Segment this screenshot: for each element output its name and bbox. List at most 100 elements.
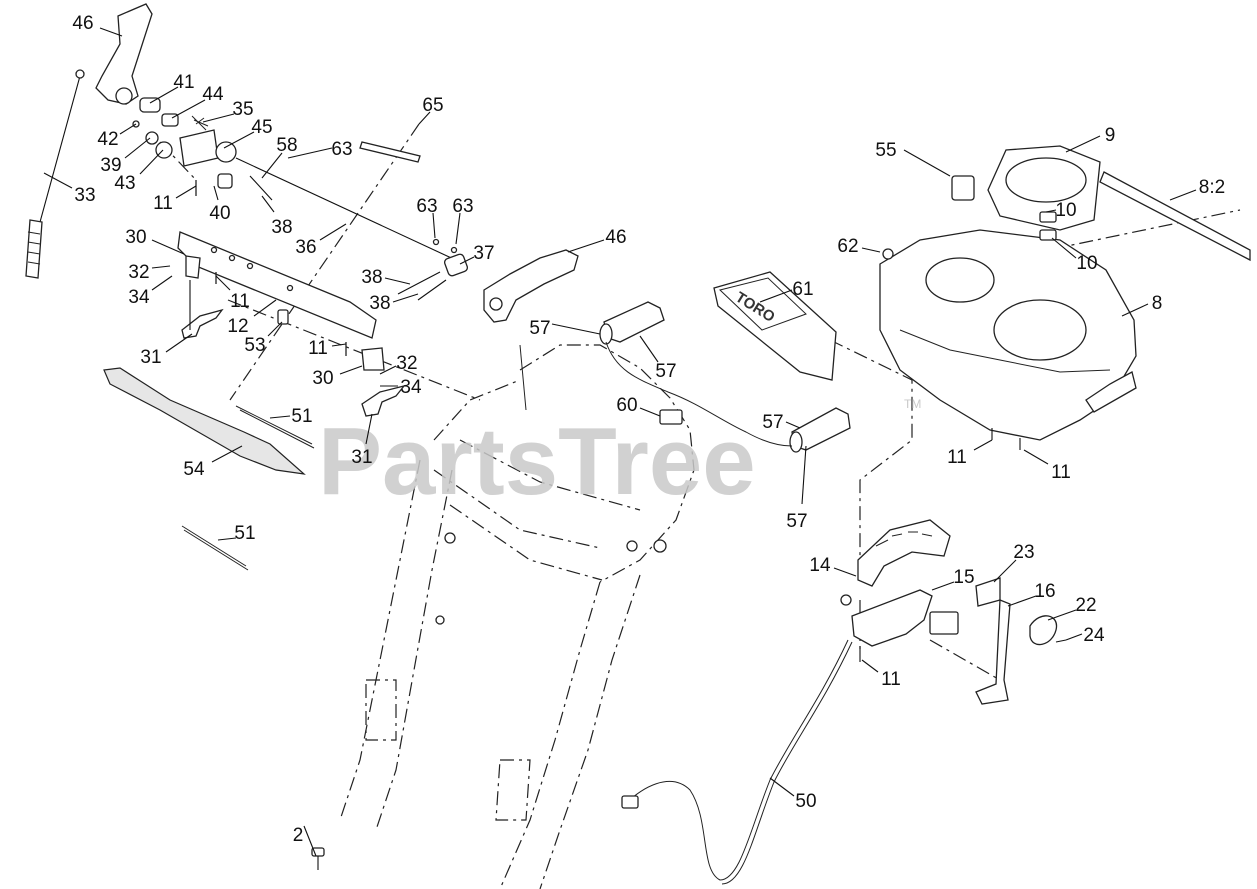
callout-c11d: 11 <box>947 447 967 468</box>
control-housing <box>879 145 1251 450</box>
leader-line-c38a <box>261 195 275 213</box>
bail-bracket-assembly <box>621 519 1067 885</box>
callout-c44: 44 <box>202 84 224 105</box>
leader-line-c35 <box>202 113 235 123</box>
callout-c60: 60 <box>616 395 637 416</box>
leader-line-c60 <box>639 407 661 417</box>
leader-line-c82 <box>1169 189 1197 201</box>
callout-c14: 14 <box>809 555 831 576</box>
pin-38 <box>249 175 273 201</box>
leader-line-c57c <box>785 421 801 429</box>
decal-61: TORO <box>713 271 837 381</box>
bracket-15 <box>851 589 933 647</box>
callout-c39: 39 <box>100 155 121 176</box>
leader-line-c11d <box>973 439 993 451</box>
leader-line-c32b <box>379 365 397 375</box>
clip-10-upper <box>1039 211 1057 223</box>
callout-c57b: 57 <box>655 361 676 382</box>
block-30-right <box>361 347 385 371</box>
leader-line-c30a <box>151 239 185 255</box>
leader-line-c11b <box>215 275 231 291</box>
callout-c30a: 30 <box>125 227 146 248</box>
callout-c45: 45 <box>251 117 272 138</box>
leader-line-c58 <box>261 152 283 179</box>
leader-line-c50 <box>769 777 795 797</box>
leader-line-c10a <box>1045 209 1057 213</box>
callout-c22: 22 <box>1075 595 1096 616</box>
callout-c10a: 10 <box>1055 200 1076 221</box>
leader-line-c38c <box>392 293 419 303</box>
leader-line-c23 <box>993 559 1017 583</box>
rod-spring <box>25 219 43 279</box>
callout-c51a: 51 <box>291 406 312 427</box>
frame-bolt-hole <box>444 532 456 544</box>
guard-14 <box>857 519 951 587</box>
callout-c9: 9 <box>1105 125 1116 146</box>
frame-bolt-hole <box>653 539 667 553</box>
callout-c58: 58 <box>276 135 297 156</box>
callout-c11a: 11 <box>153 193 173 214</box>
leader-line-c57d <box>801 445 807 505</box>
cable-tie-51-upper <box>235 405 315 449</box>
leader-line-c41 <box>149 86 179 104</box>
callout-c32b: 32 <box>396 353 417 374</box>
leader-line-c11e <box>1023 449 1049 465</box>
callout-c51b: 51 <box>234 523 255 544</box>
block-30-left <box>185 255 201 279</box>
callout-c54: 54 <box>183 459 205 480</box>
callout-c40: 40 <box>209 203 230 224</box>
callout-c12: 12 <box>227 316 248 337</box>
leader-line-c43 <box>139 149 164 175</box>
leader-line-c38b <box>384 277 411 285</box>
leader-line-c32a <box>151 265 171 269</box>
switch-55 <box>951 175 975 201</box>
callout-c11f: 11 <box>881 669 901 690</box>
callout-c37: 37 <box>473 243 494 264</box>
leader-line-c11f <box>861 659 879 673</box>
leader-line-c40 <box>213 185 219 201</box>
callout-c38b: 38 <box>361 267 382 288</box>
bolt-2 <box>311 847 325 870</box>
cable-tie-65 <box>359 141 421 163</box>
shift-rod-33 <box>33 75 81 245</box>
leader-line-c57a <box>551 323 601 335</box>
callout-c82: 8:2 <box>1199 177 1225 198</box>
callout-c10b: 10 <box>1076 253 1097 274</box>
leader-line-c8 <box>1121 303 1149 317</box>
callout-c57a: 57 <box>529 318 550 339</box>
leader-line-c62 <box>861 247 881 253</box>
spring-35 <box>191 115 209 131</box>
callout-c34b: 34 <box>400 377 422 398</box>
connector-60 <box>659 409 683 425</box>
callout-c32a: 32 <box>128 262 149 283</box>
leader-line-c31a <box>165 333 193 353</box>
callout-c46a: 46 <box>72 13 93 34</box>
callout-c16: 16 <box>1034 581 1055 602</box>
grip-57-upper <box>603 301 665 343</box>
leader-line-c30b <box>339 365 363 375</box>
leader-line-c9 <box>1065 135 1101 153</box>
leader-line-c34a <box>151 275 173 291</box>
leader-line-c33 <box>43 172 73 189</box>
leader-line-c16 <box>1007 595 1037 607</box>
lever-46-lower <box>483 249 579 323</box>
callout-c2: 2 <box>293 825 304 846</box>
leader-line-c11c <box>331 343 347 347</box>
knob-22 <box>1029 615 1058 646</box>
leader-line-c12 <box>253 299 277 317</box>
bracket-bar-12 <box>177 231 377 339</box>
callout-c42: 42 <box>97 129 118 150</box>
leader-line-c15 <box>931 581 955 591</box>
callout-c24: 24 <box>1083 625 1105 646</box>
leader-line-c42 <box>119 123 137 135</box>
callout-c23: 23 <box>1013 542 1034 563</box>
callout-c65: 65 <box>422 95 443 116</box>
watermark-trademark: TM <box>904 397 921 411</box>
callout-c62: 62 <box>837 236 858 257</box>
callout-c63a: 63 <box>331 139 352 160</box>
leader-line-c61 <box>759 289 793 303</box>
leader-line-c46b <box>567 239 605 253</box>
shift-lever-assembly <box>25 3 461 279</box>
callout-c36: 36 <box>295 237 316 258</box>
